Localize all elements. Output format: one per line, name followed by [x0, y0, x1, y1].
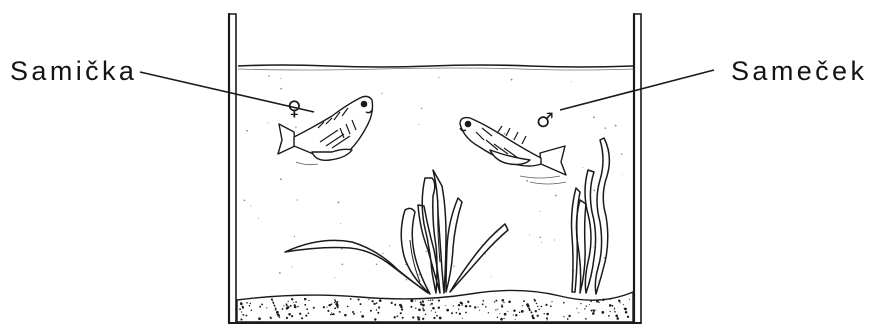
leader-line-male: [560, 70, 714, 110]
label-male: Sameček: [731, 58, 867, 85]
label-female: Samička: [10, 58, 137, 85]
water-plants: [285, 170, 508, 294]
water-surface: [238, 65, 633, 70]
male-symbol: ♂: [536, 110, 554, 130]
leader-lines: [140, 70, 714, 112]
female-symbol: ♀: [287, 98, 302, 118]
water-plants: [572, 138, 610, 294]
